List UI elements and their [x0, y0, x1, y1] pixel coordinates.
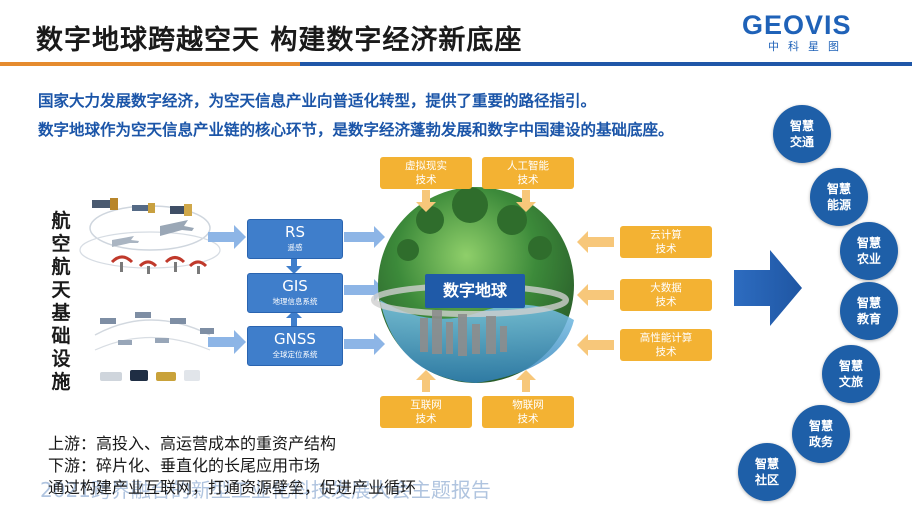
arrow-icon [208, 330, 246, 354]
downstream-text: 下游：碎片化、垂直化的长尾应用市场 [48, 456, 321, 475]
tech-box-bigdata: 大数据 技术 [620, 279, 712, 311]
app-smart-transport: 智慧 交通 [773, 105, 831, 163]
tech-box-ai: 人工智能 技术 [482, 157, 574, 189]
intro-line-1: 国家大力发展数字经济，为空天信息产业向普适化转型，提供了重要的路径指引。 [38, 92, 597, 110]
arrow-down-icon [416, 190, 436, 212]
arrow-down-icon [516, 190, 536, 212]
app-smart-agriculture: 智慧 农业 [840, 222, 898, 280]
app-line: 社区 [754, 473, 779, 487]
satellite-icon [92, 198, 118, 210]
arrow-up-icon [516, 370, 536, 392]
app-line: 教育 [856, 312, 881, 326]
arrow-up-icon [416, 370, 436, 392]
arrow-icon [208, 225, 246, 249]
tech-box-line: 技术 [415, 413, 437, 425]
satellite-illustration [79, 198, 221, 274]
app-smart-community: 智慧 社区 [738, 443, 796, 501]
app-line: 交通 [789, 135, 814, 149]
header-divider-accent [0, 62, 300, 66]
digital-earth-label: 数字地球 [425, 274, 525, 308]
logo-wordmark: GEOVIS [742, 10, 852, 40]
arrow-left-icon [577, 231, 614, 253]
tech-box-line: 人工智能 [507, 160, 549, 172]
airplane-icon [112, 236, 139, 247]
tech-box-line: 技术 [517, 174, 539, 186]
tech-box-cloud: 云计算 技术 [620, 226, 712, 258]
app-line: 文旅 [838, 375, 863, 389]
arrow-left-icon [577, 284, 614, 306]
ground-vehicle-icon [100, 370, 200, 381]
tech-box-title: GIS [282, 277, 308, 295]
tech-box-hpc: 高性能计算 技术 [620, 329, 712, 361]
big-arrow-right-icon [734, 250, 802, 326]
tech-box-gis: GIS 地理信息系统 [247, 273, 343, 313]
tech-box-line: 技术 [655, 243, 677, 255]
arrow-left-icon [577, 334, 614, 356]
intro-line-2: 数字地球作为空天信息产业链的核心环节，是数字经济蓬勃发展和数字中国建设的基础底座… [38, 121, 674, 139]
app-line: 智慧 [826, 182, 851, 196]
tech-box-title: RS [285, 223, 305, 241]
tech-box-line: 虚拟现实 [405, 160, 447, 172]
connect-text: 通过构建产业互联网，打通资源壁垒，促进产业循环 [48, 478, 417, 497]
app-line: 智慧 [789, 119, 814, 133]
app-line: 农业 [856, 252, 881, 266]
arrow-icon [344, 333, 385, 355]
tech-box-line: 高性能计算 [639, 332, 693, 344]
airplane-icon [160, 220, 194, 236]
app-line: 智慧 [856, 296, 881, 310]
tech-box-internet: 互联网 技术 [380, 396, 472, 428]
geovis-logo: GEOVIS 中科星图 [742, 10, 892, 62]
tech-box-line: 大数据 [650, 282, 682, 294]
arrow-down-icon [286, 258, 302, 274]
upstream-text: 上游：高投入、高运营成本的重资产结构 [48, 434, 337, 453]
tech-box-line: 技术 [415, 174, 437, 186]
tech-box-line: 互联网 [410, 399, 442, 411]
tech-box-vr: 虚拟现实 技术 [380, 157, 472, 189]
app-line: 智慧 [808, 419, 833, 433]
tech-box-subtitle: 全球定位系统 [272, 350, 318, 359]
app-smart-education: 智慧 教育 [840, 282, 898, 340]
tech-box-subtitle: 地理信息系统 [272, 297, 318, 306]
app-smart-tourism: 智慧 文旅 [822, 345, 880, 403]
tech-box-rs: RS 遥感 [247, 219, 343, 259]
tech-box-title: GNSS [274, 330, 316, 348]
arrow-up-icon [286, 310, 302, 326]
app-line: 智慧 [856, 236, 881, 250]
watermark-text: 2021跨界融合的新型工业化科技发展大会主题报告 [40, 478, 491, 502]
app-smart-government: 智慧 政务 [792, 405, 850, 463]
satellite-icon [170, 204, 192, 216]
arrow-icon [344, 226, 385, 248]
satellite-icon [132, 203, 155, 213]
infrastructure-label: 航空航天基础设施 [51, 210, 71, 393]
header-divider [0, 62, 912, 66]
tech-box-subtitle: 遥感 [287, 243, 303, 252]
app-line: 智慧 [838, 359, 863, 373]
navigation-illustration [94, 312, 214, 381]
tech-box-iot: 物联网 技术 [482, 396, 574, 428]
app-line: 能源 [826, 198, 851, 212]
app-smart-energy: 智慧 能源 [810, 168, 868, 226]
radar-dish-icon [110, 255, 208, 274]
tech-box-line: 技术 [655, 346, 677, 358]
tech-box-line: 云计算 [650, 229, 682, 241]
tech-box-line: 技术 [517, 413, 539, 425]
app-line: 政务 [808, 435, 833, 449]
page-title: 数字地球跨越空天 构建数字经济新底座 [36, 25, 523, 56]
gps-satellite-icon [100, 312, 214, 345]
tech-box-gnss: GNSS 全球定位系统 [247, 326, 343, 366]
logo-subtitle: 中科星图 [768, 40, 848, 53]
tech-box-line: 物联网 [512, 399, 544, 411]
tech-box-line: 技术 [655, 296, 677, 308]
app-line: 智慧 [754, 457, 779, 471]
